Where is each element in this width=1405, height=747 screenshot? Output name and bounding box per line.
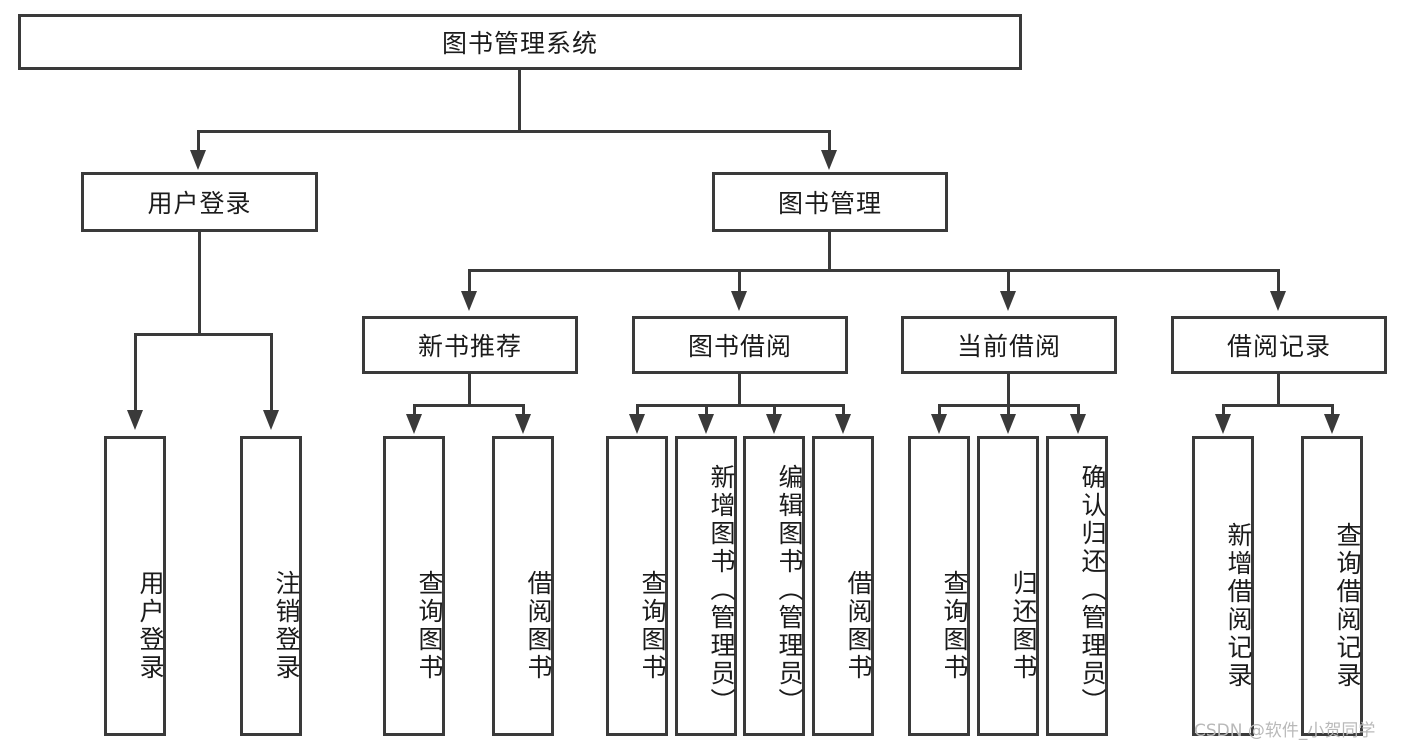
edge-bb-stem [738,374,741,406]
edge-bb-to-leaf-2 [773,404,776,416]
edge-bm-to-borrow-record [1277,269,1280,293]
node-label: 确认归还（管理员） [1078,464,1107,716]
node-label: 注销登录 [272,570,301,682]
edge-bm-to-new-book [468,269,471,293]
node-label: 新增借阅记录 [1224,522,1253,690]
node-label: 图书管理系统 [441,29,598,58]
arrowhead-cb-leaf-0 [931,414,947,434]
arrowhead-bm-borrow-record [1270,291,1286,311]
edge-root-to-user-login [197,130,200,152]
leaf-current-borrow-return-book[interactable]: 归还图书 [977,436,1039,736]
edge-user-login-to-leaf-0 [134,333,137,413]
node-book-management[interactable]: 图书管理 [712,172,948,232]
edge-user-login-bus [134,333,273,336]
edge-cb-to-leaf-0 [938,404,941,416]
edge-book-management-stem [828,232,831,272]
node-root-book-management-system[interactable]: 图书管理系统 [18,14,1022,70]
node-label: 当前借阅 [956,332,1061,361]
arrowhead-br-leaf-0 [1215,414,1231,434]
node-user-login[interactable]: 用户登录 [81,172,318,232]
edge-nbr-bus [413,404,525,407]
edge-bm-to-book-borrow [738,269,741,293]
node-current-borrow[interactable]: 当前借阅 [901,316,1117,374]
leaf-book-borrow-query-book[interactable]: 查询图书 [606,436,668,736]
arrowhead-bb-leaf-2 [766,414,782,434]
node-label: 借阅记录 [1226,332,1331,361]
edge-br-to-leaf-1 [1331,404,1334,416]
arrowhead-bb-leaf-3 [835,414,851,434]
node-label: 新书推荐 [417,332,522,361]
leaf-current-borrow-query-book[interactable]: 查询图书 [908,436,970,736]
node-label: 查询图书 [415,570,444,682]
arrowhead-bb-leaf-1 [698,414,714,434]
edge-br-to-leaf-0 [1222,404,1225,416]
leaf-borrow-record-add-record[interactable]: 新增借阅记录 [1192,436,1254,736]
node-label: 图书管理 [777,189,882,218]
edge-user-login-stem [198,232,201,336]
node-label: 编辑图书（管理员） [775,464,804,716]
edge-nbr-to-leaf-0 [413,404,416,416]
edge-bb-bus [636,404,845,407]
node-label: 用户登录 [136,570,165,682]
edge-root-stem [518,70,521,132]
arrowhead-bm-new-book [461,291,477,311]
leaf-current-borrow-confirm-return[interactable]: 确认归还（管理员） [1046,436,1108,736]
node-label: 归还图书 [1009,570,1038,682]
edge-bb-to-leaf-0 [636,404,639,416]
edge-bb-to-leaf-3 [842,404,845,416]
node-borrow-record[interactable]: 借阅记录 [1171,316,1387,374]
leaf-book-borrow-edit-book[interactable]: 编辑图书（管理员） [743,436,805,736]
leaf-new-book-borrow-book[interactable]: 借阅图书 [492,436,554,736]
edge-root-to-book-management [828,130,831,152]
edge-book-management-bus [468,269,1280,272]
arrowhead-nbr-leaf-1 [515,414,531,434]
arrowhead-cb-leaf-2 [1070,414,1086,434]
edge-br-bus [1222,404,1334,407]
node-label: 借阅图书 [524,570,553,682]
arrowhead-cb-leaf-1 [1000,414,1016,434]
edge-cb-to-leaf-2 [1077,404,1080,416]
node-label: 查询图书 [638,570,667,682]
arrowhead-bm-book-borrow [731,291,747,311]
edge-user-login-to-leaf-1 [270,333,273,413]
leaf-borrow-record-query-record[interactable]: 查询借阅记录 [1301,436,1363,736]
edge-br-stem [1277,374,1280,406]
leaf-new-book-query-book[interactable]: 查询图书 [383,436,445,736]
arrowhead-nbr-leaf-0 [406,414,422,434]
edge-cb-to-leaf-1 [1007,404,1010,416]
node-new-book-recommend[interactable]: 新书推荐 [362,316,578,374]
leaf-user-login-logout[interactable]: 注销登录 [240,436,302,736]
node-label: 借阅图书 [844,570,873,682]
arrowhead-br-leaf-1 [1324,414,1340,434]
arrowhead-user-login-leaf-0 [127,410,143,430]
edge-bm-to-current-borrow [1007,269,1010,293]
edge-bb-to-leaf-1 [705,404,708,416]
node-book-borrow[interactable]: 图书借阅 [632,316,848,374]
arrowhead-bb-leaf-0 [629,414,645,434]
arrowhead-user-login-leaf-1 [263,410,279,430]
node-label: 新增图书（管理员） [707,464,736,716]
edge-nbr-stem [468,374,471,406]
leaf-book-borrow-borrow-book[interactable]: 借阅图书 [812,436,874,736]
leaf-book-borrow-add-book[interactable]: 新增图书（管理员） [675,436,737,736]
arrowhead-bm-current-borrow [1000,291,1016,311]
arrowhead-root-to-user-login [190,150,206,170]
node-label: 图书借阅 [687,332,792,361]
edge-cb-stem [1007,374,1010,406]
edge-nbr-to-leaf-1 [522,404,525,416]
node-label: 用户登录 [147,189,252,218]
node-label: 查询图书 [940,570,969,682]
node-label: 查询借阅记录 [1333,522,1362,690]
edge-root-bus [197,130,831,133]
arrowhead-root-to-book-management [821,150,837,170]
leaf-user-login-login[interactable]: 用户登录 [104,436,166,736]
